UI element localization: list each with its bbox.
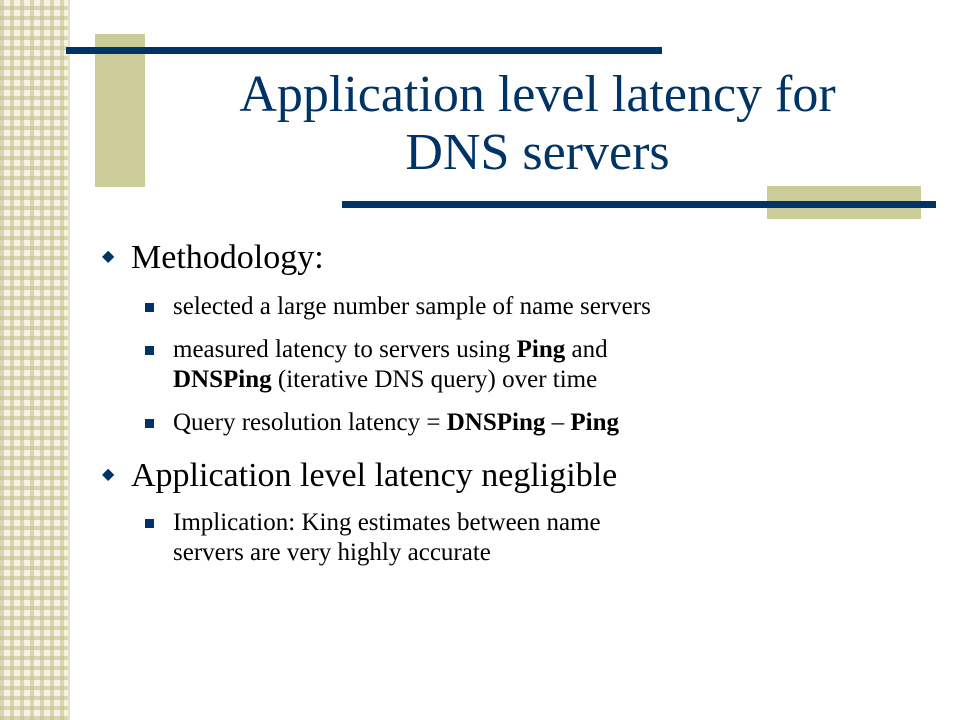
- title-accent-line-bottom: [342, 201, 936, 208]
- diamond-bullet-icon: ◆: [102, 248, 115, 265]
- bullet-application-latency-label: Application level latency negligible: [131, 457, 618, 494]
- square-bullet-icon: [145, 519, 154, 528]
- bullet-application-latency: ◆ Application level latency negligible: [100, 456, 910, 496]
- slide-title-line2: DNS servers: [405, 124, 670, 181]
- text-run: measured latency to servers using: [173, 336, 517, 363]
- slide-title: Application level latency for DNS server…: [145, 66, 930, 182]
- title-accent-block-left: [95, 34, 145, 187]
- bold-term-ping: Ping: [516, 336, 566, 363]
- text-run: Query resolution latency =: [173, 409, 447, 436]
- sub-bullet-implication: Implication: King estimates between name…: [100, 508, 910, 568]
- sub-bullet-query-resolution: Query resolution latency = DNSPing – Pin…: [100, 408, 910, 438]
- sub-bullet-text-line1: measured latency to servers using Ping a…: [173, 336, 608, 363]
- text-run: and: [565, 336, 608, 363]
- square-bullet-icon: [145, 346, 154, 355]
- plaid-edge-divider: [68, 0, 70, 720]
- bullet-methodology-label: Methodology:: [131, 239, 324, 276]
- sub-bullet-measured-latency: measured latency to servers using Ping a…: [100, 335, 910, 395]
- sub-bullet-text: selected a large number sample of name s…: [173, 293, 651, 320]
- text-run: (iterative DNS query) over time: [271, 366, 598, 393]
- square-bullet-icon: [145, 419, 154, 428]
- diamond-bullet-icon: ◆: [102, 466, 115, 483]
- bold-term-dnsping: DNSPing: [446, 409, 546, 436]
- bold-term-dnsping: DNSPing: [173, 366, 272, 393]
- sub-bullet-text-line2: servers are very highly accurate: [173, 539, 491, 566]
- left-plaid-strip: [0, 0, 68, 720]
- bullet-methodology: ◆ Methodology:: [100, 238, 910, 278]
- slide-title-line1: Application level latency for: [239, 66, 836, 123]
- sub-bullet-text-line1: Implication: King estimates between name: [173, 509, 601, 536]
- sub-bullet-selected-servers: selected a large number sample of name s…: [100, 292, 910, 322]
- title-accent-line-top: [66, 47, 662, 54]
- sub-bullet-text-line2: DNSPing (iterative DNS query) over time: [173, 366, 597, 393]
- square-bullet-icon: [145, 303, 154, 312]
- text-run: –: [545, 409, 571, 436]
- bold-term-ping: Ping: [570, 409, 620, 436]
- slide-content: ◆ Methodology: selected a large number s…: [100, 238, 910, 568]
